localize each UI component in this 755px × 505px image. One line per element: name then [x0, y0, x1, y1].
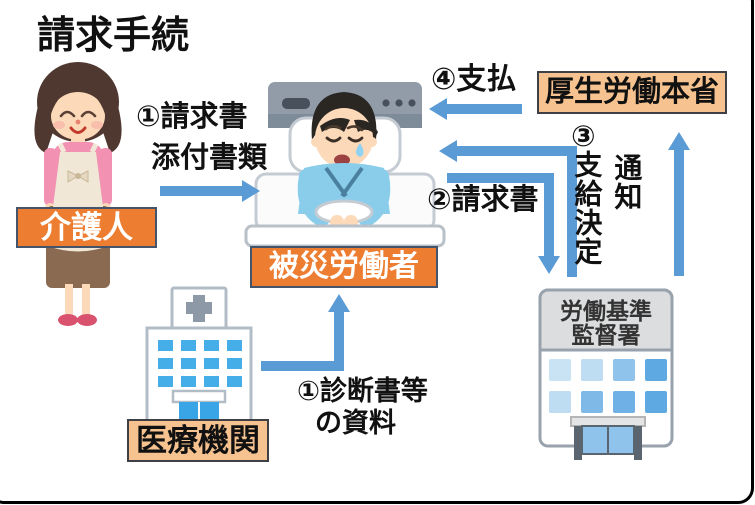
- label-decision-notice-number: ③: [571, 121, 596, 153]
- office-sign-line1: 労働基準: [560, 298, 652, 324]
- node-caregiver: 介護人: [16, 207, 157, 248]
- arrow-medical-documents: [261, 312, 344, 371]
- label-payment: ④支払: [431, 63, 517, 96]
- arrowhead-medical-documents: [328, 294, 350, 312]
- label-claim-documents-line2: 添付書類: [151, 142, 268, 174]
- node-injured-worker-label: 被災労働者: [269, 250, 419, 283]
- arrow-decision-notice: [457, 146, 577, 277]
- label-decision-notice-column2: 通知: [611, 153, 643, 211]
- arrowhead-decision-notice: [439, 140, 457, 162]
- arrowhead-claim-documents: [242, 180, 260, 202]
- arrowhead-report-to-hq: [668, 132, 690, 150]
- arrowhead-payment: [429, 98, 447, 120]
- label-claim-form: ②請求書: [427, 184, 539, 216]
- node-mhlw-headquarters: 厚生労働本省: [537, 71, 727, 114]
- page-title: 請求手続: [37, 15, 190, 57]
- arrow-claim-form: [447, 173, 554, 256]
- injured-worker-illustration: [244, 82, 446, 255]
- arrowhead-claim-form: [538, 256, 560, 274]
- label-claim-documents-line1: ①請求書: [136, 101, 248, 133]
- labor-standards-office-illustration: 労働基準 監督署: [538, 288, 674, 460]
- node-injured-worker: 被災労働者: [250, 246, 438, 288]
- node-mhlw-headquarters-label: 厚生労働本省: [544, 76, 719, 108]
- node-medical-institution: 医療機関: [127, 419, 269, 462]
- office-sign-line2: 監督署: [572, 322, 641, 348]
- label-medical-documents-line1: ①診断書等: [297, 376, 428, 406]
- node-medical-institution-label: 医療機関: [136, 423, 260, 458]
- label-medical-documents-line2: の資料: [315, 408, 396, 438]
- node-caregiver-label: 介護人: [40, 210, 133, 245]
- hospital-illustration: [145, 286, 253, 426]
- label-decision-notice-column1: 支給決定: [571, 150, 603, 266]
